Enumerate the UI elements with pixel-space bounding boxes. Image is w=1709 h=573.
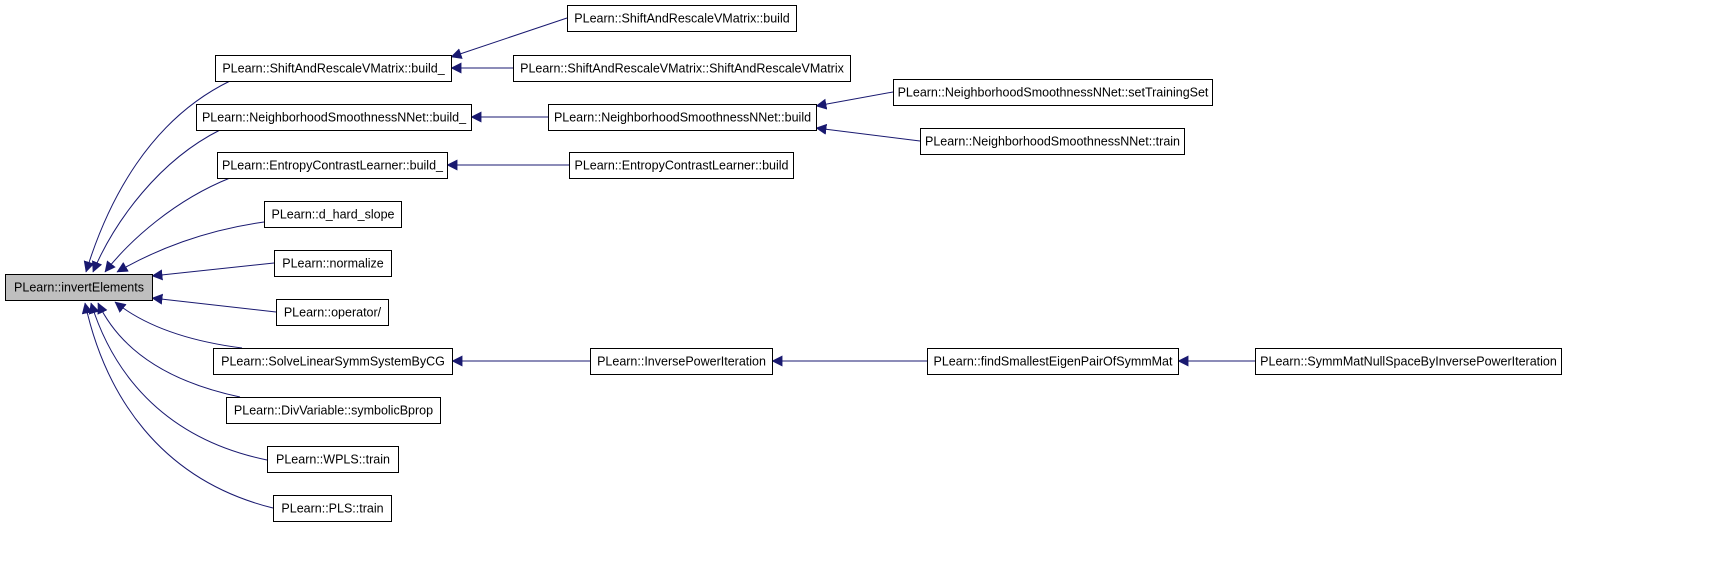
node-sarvm-build[interactable]: PLearn::ShiftAndRescaleVMatrix::build xyxy=(567,5,797,32)
node-box xyxy=(920,128,1185,155)
node-box xyxy=(1255,348,1562,375)
node-label: PLearn::DivVariable::symbolicBprop xyxy=(234,404,433,418)
edge-ecl_build_-to-root xyxy=(104,177,231,273)
node-label: PLearn::operator/ xyxy=(284,306,382,320)
node-box xyxy=(274,250,392,277)
edge-pls_train-to-root xyxy=(81,302,274,509)
node-label: PLearn::InversePowerIteration xyxy=(597,355,766,369)
node-nsn-build-[interactable]: PLearn::NeighborhoodSmoothnessNNet::buil… xyxy=(196,104,472,131)
node-label: PLearn::findSmallestEigenPairOfSymmMat xyxy=(934,355,1174,369)
node-label: PLearn::ShiftAndRescaleVMatrix::build xyxy=(574,12,789,26)
edges-layer xyxy=(81,17,1255,509)
node-label: PLearn::EntropyContrastLearner::build_ xyxy=(222,159,444,173)
node-ecl-build-[interactable]: PLearn::EntropyContrastLearner::build_ xyxy=(217,152,448,179)
edge-nsn_build_-to-root xyxy=(92,129,221,273)
node-find-eig[interactable]: PLearn::findSmallestEigenPairOfSymmMat xyxy=(927,348,1179,375)
nodes-layer: PLearn::invertElements PLearn::ShiftAndRe… xyxy=(5,5,1562,522)
node-label: PLearn::SymmMatNullSpaceByInversePowerIt… xyxy=(1260,355,1557,369)
node-ecl-build[interactable]: PLearn::EntropyContrastLearner::build xyxy=(569,152,794,179)
node-nsn-train[interactable]: PLearn::NeighborhoodSmoothnessNNet::trai… xyxy=(920,128,1185,155)
edge-sarvm_build_-to-root xyxy=(83,80,231,273)
node-normalize[interactable]: PLearn::normalize xyxy=(274,250,392,277)
node-box xyxy=(276,299,389,326)
node-box xyxy=(567,5,797,32)
node-box xyxy=(548,104,817,131)
node-wpls-train[interactable]: PLearn::WPLS::train xyxy=(267,446,399,473)
node-label: PLearn::ShiftAndRescaleVMatrix::build_ xyxy=(222,62,445,76)
node-divvar[interactable]: PLearn::DivVariable::symbolicBprop xyxy=(226,397,441,424)
node-d-hard-slope[interactable]: PLearn::d_hard_slope xyxy=(264,201,402,228)
node-root[interactable]: PLearn::invertElements xyxy=(5,274,153,301)
node-pls-train[interactable]: PLearn::PLS::train xyxy=(273,495,392,522)
edge-solve_cg-to-root xyxy=(114,301,243,349)
node-box xyxy=(226,397,441,424)
node-label: PLearn::NeighborhoodSmoothnessNNet::trai… xyxy=(925,135,1180,149)
node-label: PLearn::ShiftAndRescaleVMatrix::ShiftAnd… xyxy=(520,62,845,76)
node-sarvm-build-[interactable]: PLearn::ShiftAndRescaleVMatrix::build_ xyxy=(215,55,452,82)
node-box xyxy=(217,152,448,179)
node-box xyxy=(273,495,392,522)
node-box xyxy=(264,201,402,228)
node-symm-null[interactable]: PLearn::SymmMatNullSpaceByInversePowerIt… xyxy=(1255,348,1562,375)
node-box xyxy=(5,274,153,301)
node-box xyxy=(893,79,1213,106)
node-box xyxy=(513,55,851,82)
node-sarvm-ctor[interactable]: PLearn::ShiftAndRescaleVMatrix::ShiftAnd… xyxy=(513,55,851,82)
node-label: PLearn::invertElements xyxy=(14,281,144,295)
node-label: PLearn::d_hard_slope xyxy=(271,208,394,222)
node-solve-cg[interactable]: PLearn::SolveLinearSymmSystemByCG xyxy=(213,348,453,375)
node-box xyxy=(196,104,472,131)
edge-divvar-to-root xyxy=(97,302,241,398)
node-nsn-build[interactable]: PLearn::NeighborhoodSmoothnessNNet::buil… xyxy=(548,104,817,131)
node-box xyxy=(267,446,399,473)
node-label: PLearn::NeighborhoodSmoothnessNNet::setT… xyxy=(898,86,1209,100)
node-label: PLearn::NeighborhoodSmoothnessNNet::buil… xyxy=(554,111,811,125)
node-nsn-set[interactable]: PLearn::NeighborhoodSmoothnessNNet::setT… xyxy=(893,79,1213,106)
node-label: PLearn::EntropyContrastLearner::build xyxy=(574,159,788,173)
node-inv-power[interactable]: PLearn::InversePowerIteration xyxy=(590,348,773,375)
edge-wpls_train-to-root xyxy=(88,302,268,461)
edge-normalize-to-root xyxy=(151,262,275,281)
edge-nsn_train-to-nsn_build xyxy=(815,123,921,142)
node-label: PLearn::SolveLinearSymmSystemByCG xyxy=(221,355,445,369)
node-box xyxy=(569,152,794,179)
edge-nsn_set-to-nsn_build xyxy=(815,91,894,110)
node-box xyxy=(213,348,453,375)
node-operator-div[interactable]: PLearn::operator/ xyxy=(276,299,389,326)
node-label: PLearn::NeighborhoodSmoothnessNNet::buil… xyxy=(202,111,467,125)
node-label: PLearn::WPLS::train xyxy=(276,453,390,467)
node-box xyxy=(590,348,773,375)
edge-d_hard_slope-to-root xyxy=(116,221,265,273)
node-label: PLearn::normalize xyxy=(282,257,383,271)
node-label: PLearn::PLS::train xyxy=(281,502,383,516)
node-box xyxy=(927,348,1179,375)
edge-operator_div-to-root xyxy=(151,293,277,313)
node-box xyxy=(215,55,452,82)
edge-sarvm_build-to-sarvm_build_ xyxy=(450,17,568,59)
